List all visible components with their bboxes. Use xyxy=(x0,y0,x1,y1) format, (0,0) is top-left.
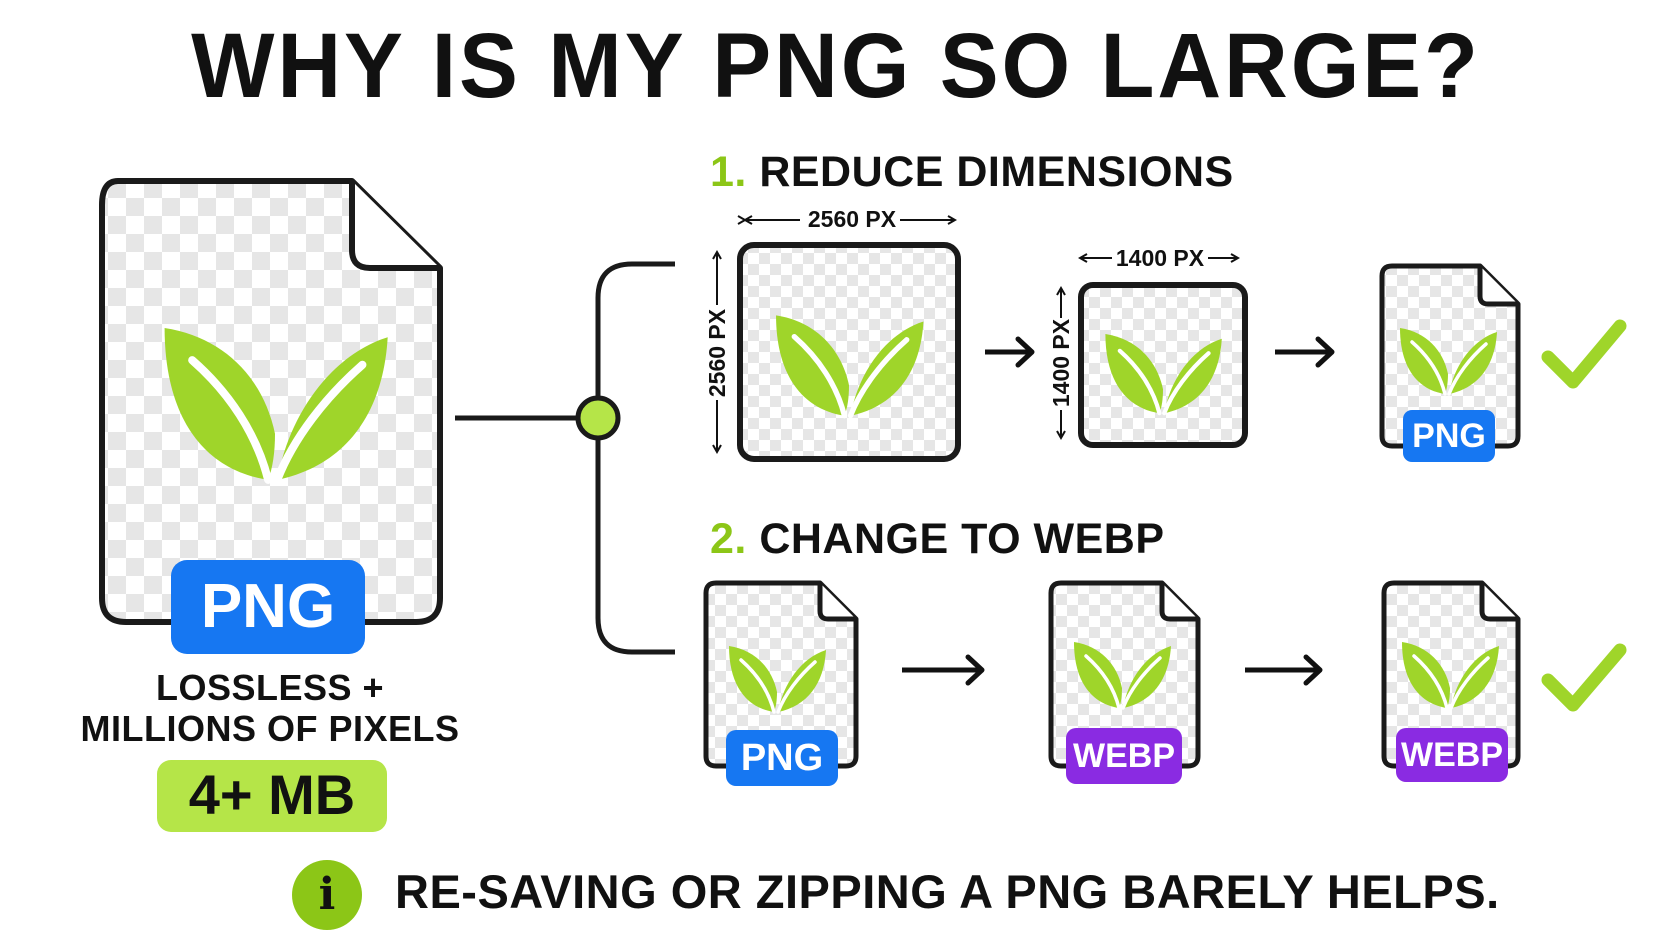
step2-title: CHANGE TO WEBP xyxy=(759,515,1165,563)
note-text: RE-SAVING OR ZIPPING A PNG BARELY HELPS. xyxy=(395,865,1500,918)
resized-width-label: 1400 PX xyxy=(1115,245,1205,271)
source-file-icon xyxy=(99,178,443,654)
original-image xyxy=(737,242,961,462)
source-caption-line2: MILLIONS OF PIXELS xyxy=(80,708,460,749)
input-png-file-icon xyxy=(703,580,859,786)
source-caption-line1: LOSSLESS + xyxy=(155,667,385,708)
resized-image xyxy=(1078,282,1248,448)
resized-height-label: 1400 PX xyxy=(1048,318,1074,408)
original-width-label: 2560 PX xyxy=(807,206,897,232)
step2-number: 2. xyxy=(710,515,747,563)
file-size-badge: 4+ MB xyxy=(157,760,387,832)
webp-file-icon xyxy=(1048,580,1201,784)
step1-number: 1. xyxy=(710,148,747,196)
info-icon: i xyxy=(292,860,362,930)
result-png-file-icon xyxy=(1379,263,1521,462)
step2-result-badge: WEBP xyxy=(1401,736,1503,774)
step2-input-badge: PNG xyxy=(740,737,824,779)
page-title: WHY IS MY PNG SO LARGE? xyxy=(191,15,1481,117)
source-png-badge: PNG xyxy=(200,572,336,641)
step1-title: REDUCE DIMENSIONS xyxy=(759,148,1234,196)
step2-heading: 2. CHANGE TO WEBP xyxy=(710,515,1165,564)
result-webp-file-icon xyxy=(1381,580,1521,782)
step1-heading: 1. REDUCE DIMENSIONS xyxy=(710,148,1234,197)
checkmark-icon xyxy=(1541,319,1627,389)
original-height-label: 2560 PX xyxy=(704,308,730,398)
step2-middle-badge: WEBP xyxy=(1073,737,1175,775)
checkmark-icon xyxy=(1541,643,1627,712)
step1-result-badge: PNG xyxy=(1412,417,1486,455)
